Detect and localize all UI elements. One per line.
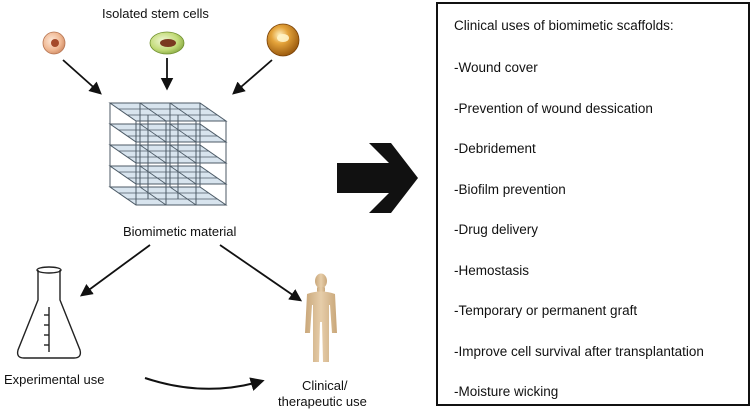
big-arrow-icon [337, 143, 418, 213]
panel-title: Clinical uses of biomimetic scaffolds: [454, 18, 674, 33]
arrow-to-clinical [219, 244, 303, 302]
arrow-to-experimental [79, 244, 151, 297]
scaffold-icon [108, 102, 228, 206]
flask-icon [16, 266, 82, 359]
stem-cell-middle-icon [149, 31, 185, 55]
stem-cell-right-icon [266, 23, 300, 57]
use-list-item: -Temporary or permanent graft [454, 303, 638, 318]
experimental-use-label: Experimental use [4, 372, 105, 387]
clinical-uses-panel: Clinical uses of biomimetic scaffolds: -… [436, 2, 750, 406]
use-list-item: -Debridement [454, 141, 536, 156]
use-list-item: -Prevention of wound dessication [454, 100, 653, 116]
use-list-item: -Moisture wicking [454, 384, 559, 399]
use-list-item: -Wound cover [454, 60, 538, 75]
biomimetic-material-label: Biomimetic material [123, 224, 237, 239]
use-list-item: -Drug delivery [454, 222, 539, 237]
use-list-item: -Hemostasis [454, 262, 530, 278]
arrow-cell-right [232, 59, 273, 95]
arrow-cell-left [62, 59, 102, 95]
use-list-item: -Biofilm prevention [454, 181, 566, 197]
stem-cells-label: Isolated stem cells [102, 6, 209, 21]
human-figure-icon [305, 273, 337, 362]
arrow-experimental-to-clinical [144, 377, 265, 391]
clinical-use-label-line1: Clinical/ [302, 378, 348, 393]
clinical-use-label-line2: therapeutic use [278, 394, 367, 409]
use-list-item: -Improve cell survival after transplanta… [454, 343, 704, 359]
stem-cell-left-icon [42, 31, 66, 55]
